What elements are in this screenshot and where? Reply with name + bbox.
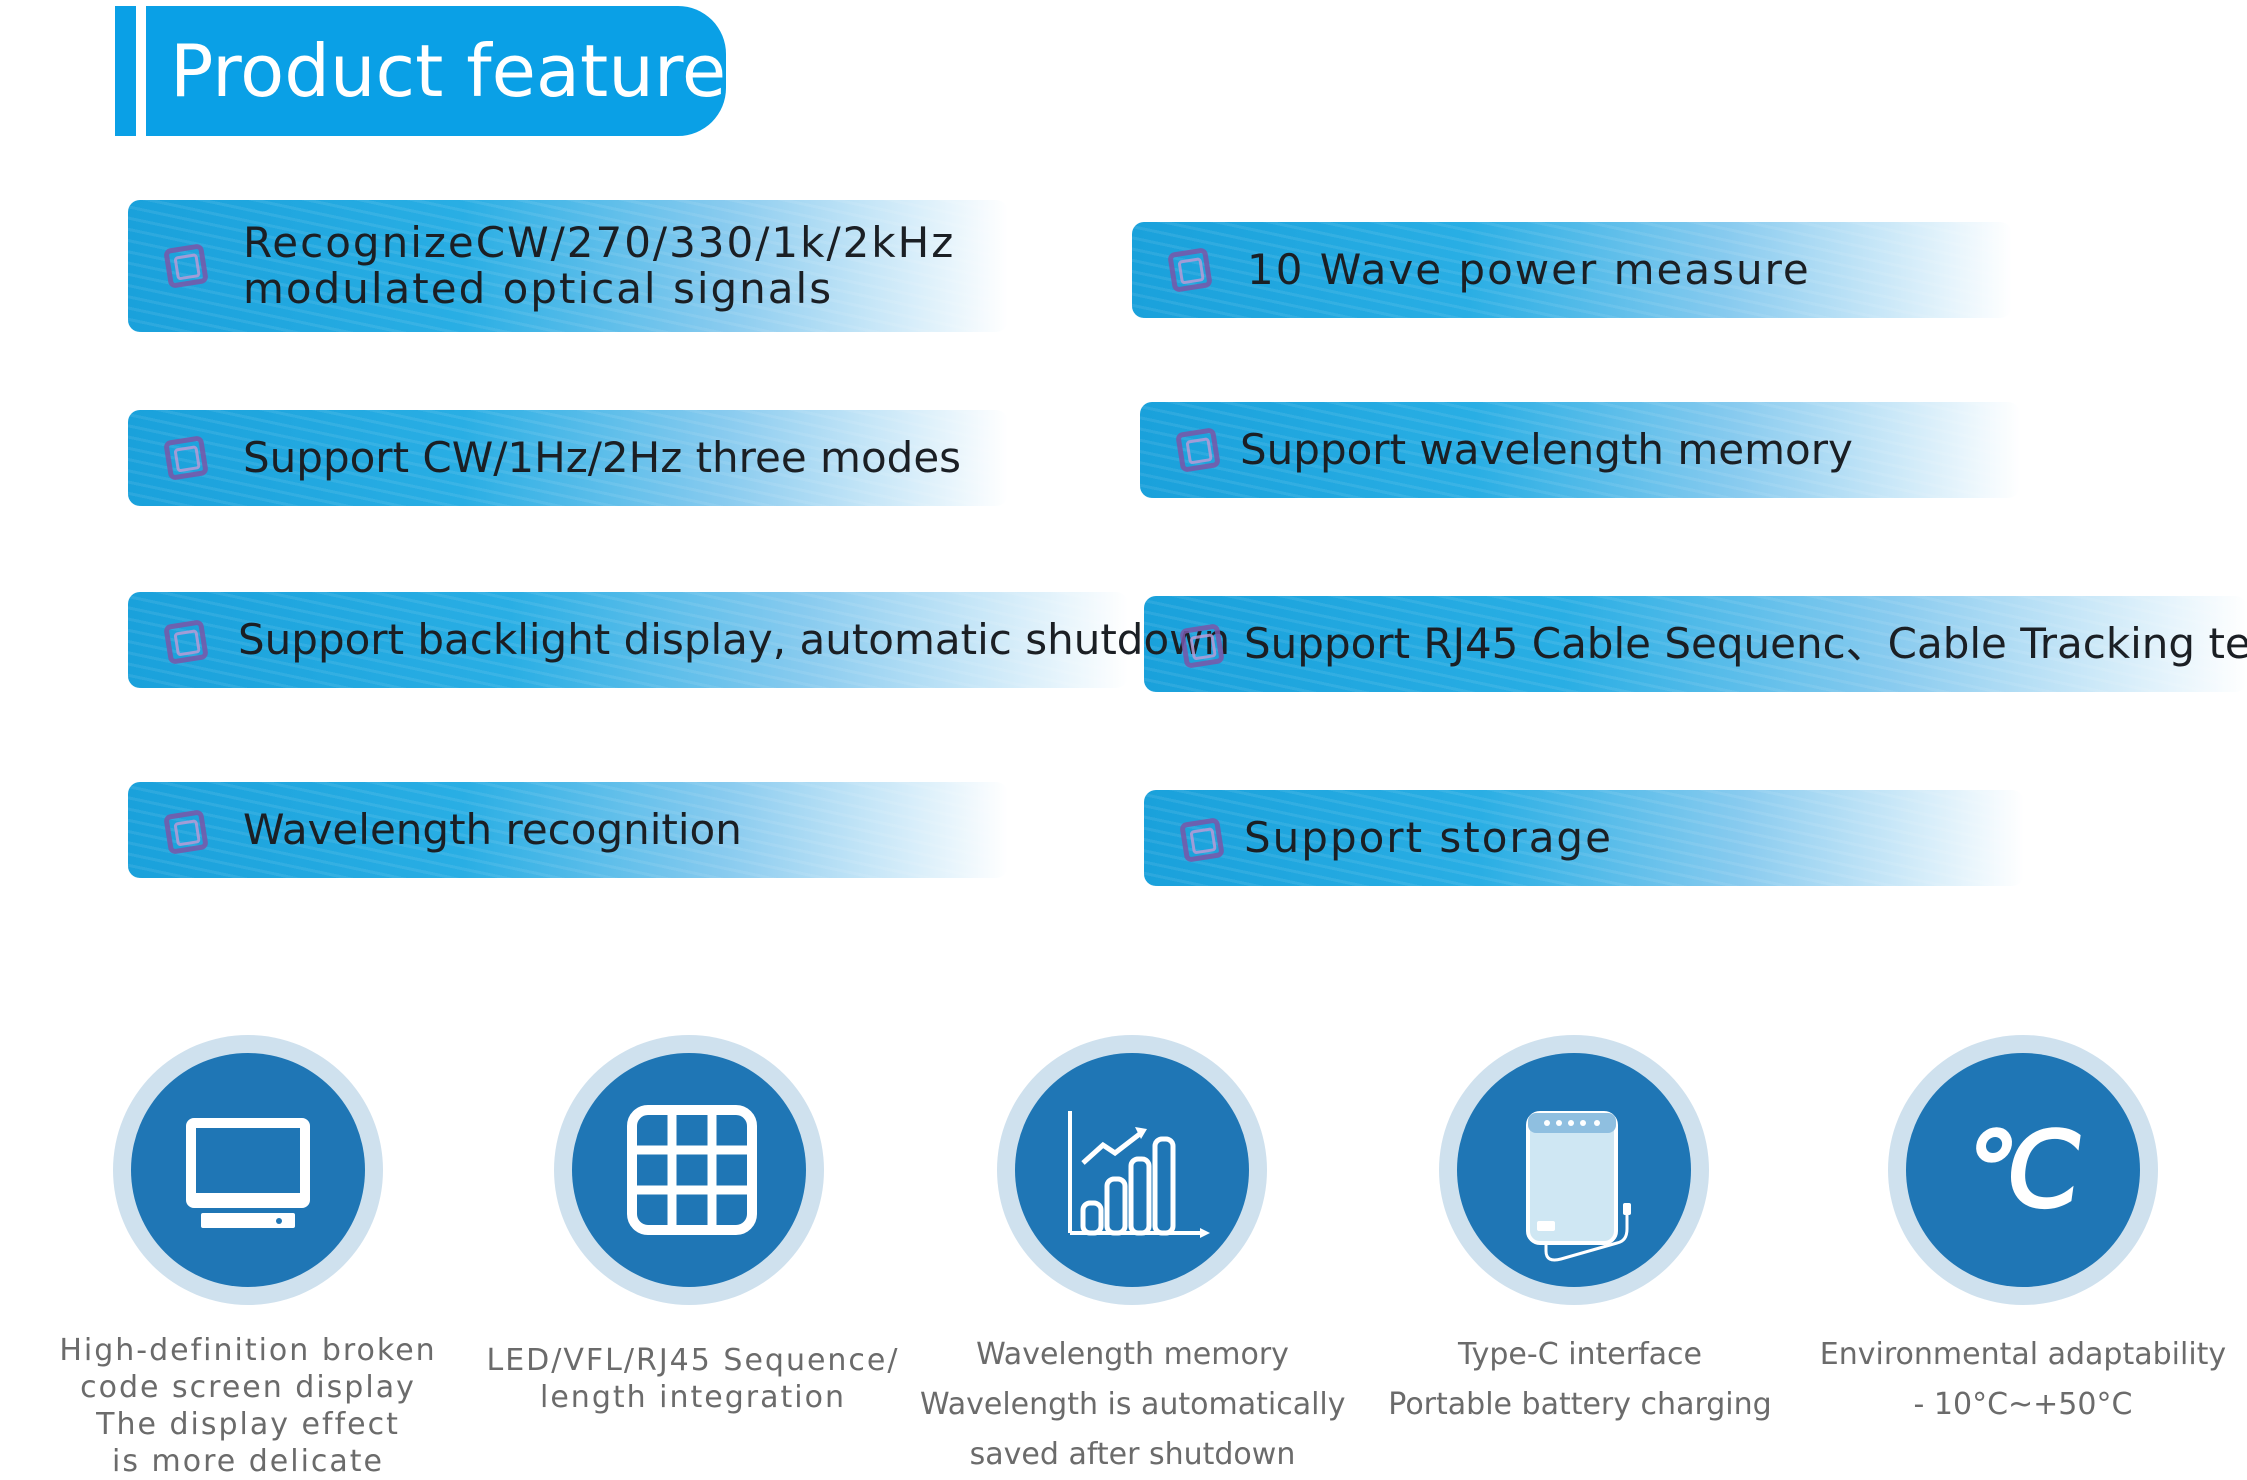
grid-icon (627, 1105, 757, 1235)
caption-line: The display effect (96, 1407, 400, 1442)
feature-text: 10 Wave power measure (1247, 245, 1811, 294)
feature-text: RecognizeCW/270/330/1k/2kHz modulated op… (243, 200, 955, 332)
feature-text: Support storage (1244, 813, 1613, 862)
feature-rj45: Support RJ45 Cable Sequenc、Cable Trackin… (1144, 596, 2247, 692)
caption-line: length integration (540, 1380, 846, 1415)
feature-text: Support wavelength memory (1240, 425, 1853, 474)
caption-line: Environmental adaptability (1819, 1337, 2227, 1372)
caption-line: LED/VFL/RJ45 Sequence/ (486, 1343, 900, 1378)
chart-icon (1068, 1111, 1210, 1238)
header-accent-bar (115, 6, 136, 136)
feature-modes: Support CW/1Hz/2Hz three modes (128, 410, 1008, 506)
feature-wave-power: 10 Wave power measure (1132, 222, 2012, 318)
highlight-charging-caption: Type-C interface Portable battery chargi… (1370, 1330, 1790, 1430)
feature-text: Support RJ45 Cable Sequenc、Cable Trackin… (1244, 619, 2247, 668)
cube-icon (163, 619, 209, 665)
power-bank-icon (1526, 1111, 1631, 1262)
caption-line: is more delicate (111, 1444, 384, 1479)
circle-inner: ℃ (1906, 1053, 2140, 1287)
circle-inner (1457, 1053, 1691, 1287)
feature-text: Support CW/1Hz/2Hz three modes (243, 433, 962, 482)
caption-line: saved after shutdown (969, 1437, 1296, 1472)
feature-text: Wavelength recognition (243, 805, 742, 854)
highlight-integration-caption: LED/VFL/RJ45 Sequence/ length integratio… (478, 1342, 908, 1416)
caption-line: High-definition broken (59, 1333, 437, 1368)
circle-inner (572, 1053, 806, 1287)
highlight-integration (554, 1035, 824, 1305)
circle-inner (1015, 1053, 1249, 1287)
cube-icon (1179, 623, 1225, 669)
cube-icon (1175, 427, 1221, 473)
circle-inner (131, 1053, 365, 1287)
header-banner: Product features (146, 6, 764, 136)
cube-icon (163, 435, 209, 481)
caption-line: code screen display (80, 1370, 416, 1405)
feature-line-2: modulated optical signals (243, 264, 834, 313)
caption-line: - 10°C~+50°C (1913, 1387, 2133, 1422)
highlight-memory (997, 1035, 1267, 1305)
feature-wavelength-recognition: Wavelength recognition (128, 782, 1008, 878)
caption-line: Wavelength is automatically (920, 1387, 1346, 1422)
page-title: Product features (170, 29, 764, 113)
feature-storage: Support storage (1144, 790, 2024, 886)
caption-line: Wavelength memory (976, 1337, 1289, 1372)
highlight-environment: ℃ (1888, 1035, 2158, 1305)
feature-line-1: RecognizeCW/270/330/1k/2kHz (243, 218, 956, 267)
feature-recognize: RecognizeCW/270/330/1k/2kHz modulated op… (128, 200, 1008, 332)
caption-line: Type-C interface (1457, 1337, 1702, 1372)
cube-icon (163, 809, 209, 855)
highlight-display-caption: High-definition broken code screen displ… (48, 1332, 448, 1480)
highlight-memory-caption: Wavelength memory Wavelength is automati… (920, 1330, 1346, 1480)
highlight-display (113, 1035, 383, 1305)
feature-text: Support backlight display, automatic shu… (238, 615, 1231, 664)
highlight-environment-caption: Environmental adaptability - 10°C~+50°C (1803, 1330, 2243, 1430)
feature-backlight: Support backlight display, automatic shu… (128, 592, 1230, 688)
cube-icon (163, 243, 209, 289)
highlight-charging (1439, 1035, 1709, 1305)
feature-wavelength-memory: Support wavelength memory (1140, 402, 2020, 498)
monitor-icon (186, 1118, 310, 1228)
cube-icon (1179, 817, 1225, 863)
cube-icon (1167, 247, 1213, 293)
celsius-icon: ℃ (1956, 1109, 2090, 1231)
caption-line: Portable battery charging (1388, 1387, 1772, 1422)
